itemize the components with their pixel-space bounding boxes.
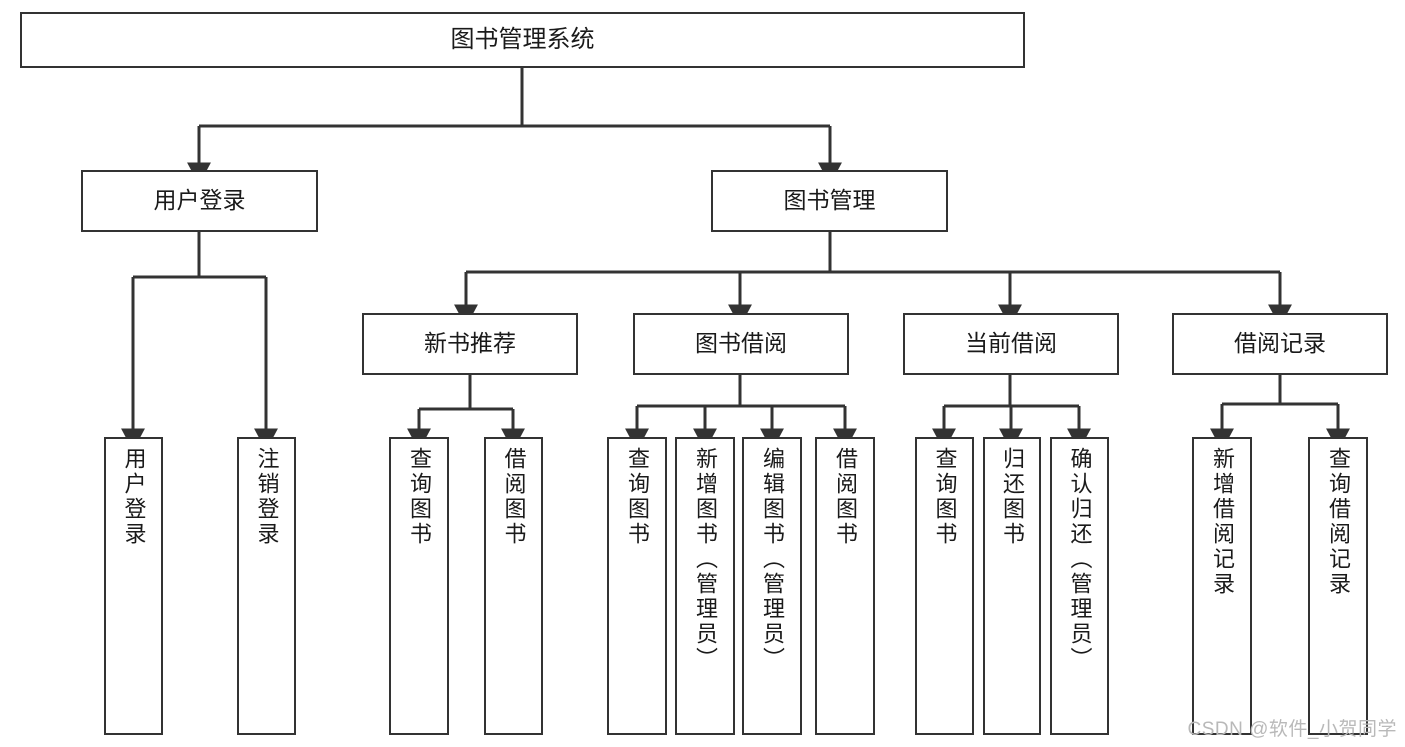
node-label: 借阅图书	[501, 447, 527, 547]
node-label: 查询图书	[625, 447, 650, 547]
node-label: 借阅图书	[833, 447, 858, 547]
node-label: 用户登录	[121, 447, 147, 547]
node-leaf-borrow-book-2[interactable]: 借阅图书	[815, 437, 875, 735]
node-book-borrow[interactable]: 图书借阅	[633, 313, 849, 375]
csdn-watermark: CSDN @软件_小贺同学	[1187, 719, 1397, 740]
node-label: 当前借阅	[965, 330, 1057, 357]
node-label: 借阅记录	[1234, 330, 1326, 357]
node-label: 注销登录	[254, 447, 280, 547]
node-root-book-management-system[interactable]: 图书管理系统	[20, 12, 1025, 68]
node-leaf-user-login[interactable]: 用户登录	[104, 437, 163, 735]
node-user-login[interactable]: 用户登录	[81, 170, 318, 232]
node-leaf-query-book-1[interactable]: 查询图书	[389, 437, 449, 735]
node-label: 查询图书	[407, 447, 432, 547]
node-leaf-query-record[interactable]: 查询借阅记录	[1308, 437, 1368, 735]
node-label: 用户登录	[153, 187, 246, 214]
node-leaf-borrow-book-1[interactable]: 借阅图书	[484, 437, 543, 735]
node-label: 新增借阅记录	[1210, 447, 1235, 597]
node-label: 编辑图书（管理员）	[760, 447, 785, 672]
node-label: 图书借阅	[695, 330, 787, 357]
node-label: 新增图书（管理员）	[693, 447, 718, 672]
node-leaf-logout-login[interactable]: 注销登录	[237, 437, 296, 735]
node-book-management[interactable]: 图书管理	[711, 170, 948, 232]
node-label: 图书管理系统	[450, 25, 595, 53]
node-leaf-query-book-2[interactable]: 查询图书	[607, 437, 667, 735]
node-leaf-return-book[interactable]: 归还图书	[983, 437, 1041, 735]
node-label: 查询图书	[932, 447, 958, 547]
node-leaf-add-record[interactable]: 新增借阅记录	[1192, 437, 1252, 735]
node-new-book-recommend[interactable]: 新书推荐	[362, 313, 578, 375]
node-current-borrow[interactable]: 当前借阅	[903, 313, 1119, 375]
node-borrow-record[interactable]: 借阅记录	[1172, 313, 1388, 375]
node-label: 新书推荐	[424, 330, 516, 357]
node-label: 确认归还（管理员）	[1067, 447, 1093, 672]
node-label: 图书管理	[783, 187, 876, 214]
node-label: 查询借阅记录	[1326, 447, 1351, 597]
node-leaf-query-book-3[interactable]: 查询图书	[915, 437, 974, 735]
node-leaf-add-book[interactable]: 新增图书（管理员）	[675, 437, 735, 735]
node-label: 归还图书	[1000, 447, 1025, 547]
node-leaf-confirm-return[interactable]: 确认归还（管理员）	[1050, 437, 1109, 735]
node-leaf-edit-book[interactable]: 编辑图书（管理员）	[742, 437, 802, 735]
